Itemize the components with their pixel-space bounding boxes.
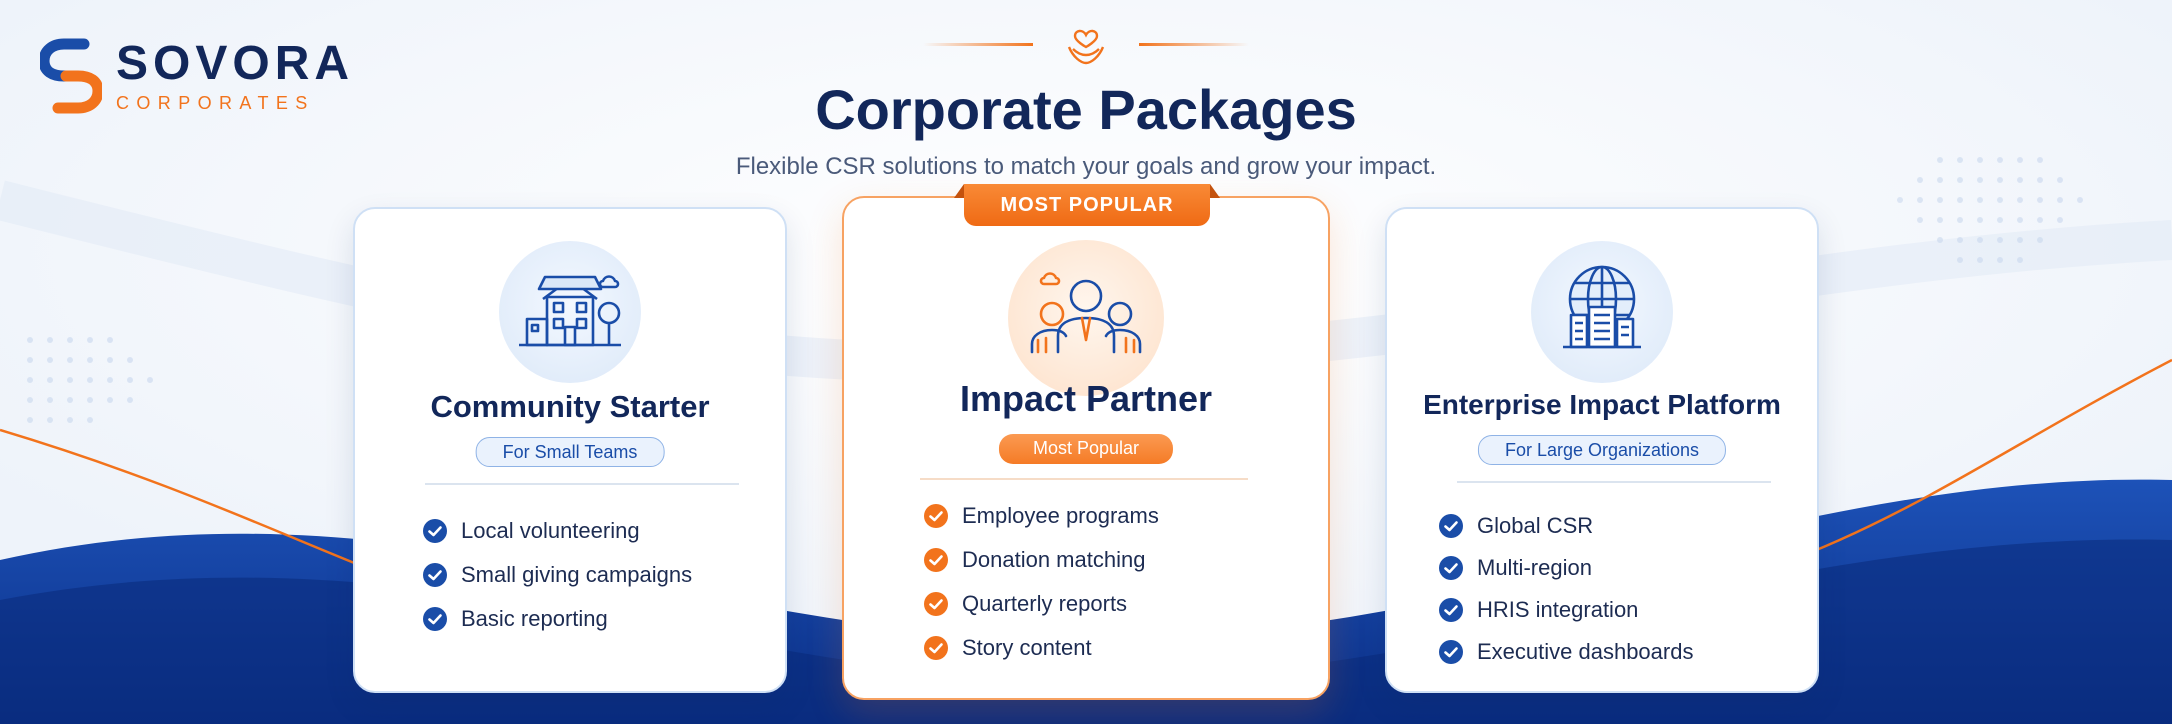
brand-name: SOVORA bbox=[116, 37, 355, 90]
check-circle-icon bbox=[1439, 514, 1463, 538]
feature-label: Story content bbox=[962, 635, 1092, 660]
check-circle-icon bbox=[924, 504, 948, 528]
feature-list: Local volunteering Small giving campaign… bbox=[423, 509, 692, 641]
icon-circle bbox=[1531, 241, 1673, 383]
ornament-line-right bbox=[1139, 42, 1249, 46]
page-subtitle: Flexible CSR solutions to match your goa… bbox=[735, 153, 1437, 180]
package-card-enterprise-impact-platform[interactable]: Enterprise Impact Platform For Large Org… bbox=[1385, 207, 1819, 693]
most-popular-ribbon: MOST POPULAR bbox=[964, 184, 1210, 226]
feature-item: Donation matching bbox=[924, 538, 1159, 582]
card-divider bbox=[425, 483, 739, 485]
package-badge: For Large Organizations bbox=[1477, 435, 1727, 465]
feature-item: Multi-region bbox=[1439, 547, 1693, 589]
feature-item: Local volunteering bbox=[423, 509, 692, 553]
icon-circle bbox=[1008, 240, 1164, 396]
feature-item: Quarterly reports bbox=[924, 582, 1159, 626]
feature-item: Global CSR bbox=[1439, 505, 1693, 547]
feature-list: Global CSR Multi-region HRIS integration… bbox=[1439, 505, 1693, 673]
feature-label: Executive dashboards bbox=[1477, 639, 1694, 664]
page-header: Corporate Packages Flexible CSR solution… bbox=[0, 20, 2172, 182]
check-circle-icon bbox=[1439, 640, 1463, 664]
feature-item: Small giving campaigns bbox=[423, 553, 692, 597]
feature-label: Local volunteering bbox=[461, 518, 640, 543]
feature-label: Small giving campaigns bbox=[461, 562, 693, 587]
feature-item: Story content bbox=[924, 626, 1159, 670]
package-title: Community Starter bbox=[430, 389, 710, 424]
icon-circle bbox=[499, 241, 641, 383]
check-circle-icon bbox=[924, 636, 948, 660]
package-badge: For Small Teams bbox=[475, 437, 665, 467]
package-title: Impact Partner bbox=[959, 378, 1213, 419]
globe-skyline-icon bbox=[1563, 265, 1641, 349]
feature-item: HRIS integration bbox=[1439, 589, 1693, 631]
brand-tagline: CORPORATES bbox=[116, 93, 315, 113]
feature-item: Executive dashboards bbox=[1439, 631, 1693, 673]
check-circle-icon bbox=[423, 607, 447, 631]
check-circle-icon bbox=[423, 519, 447, 543]
check-circle-icon bbox=[1439, 556, 1463, 580]
card-divider bbox=[920, 478, 1248, 480]
brand-logo[interactable]: SOVORA CORPORATES bbox=[40, 38, 354, 114]
package-badge: Most Popular bbox=[998, 434, 1174, 464]
community-building-icon bbox=[519, 275, 621, 347]
feature-item: Basic reporting bbox=[423, 597, 692, 641]
ornament-line-left bbox=[923, 42, 1033, 46]
feature-label: Multi-region bbox=[1477, 555, 1592, 580]
feature-label: HRIS integration bbox=[1477, 597, 1639, 622]
hands-heart-icon bbox=[1067, 29, 1105, 65]
package-card-community-starter[interactable]: Community Starter For Small Teams Local … bbox=[353, 207, 787, 693]
page-title: Corporate Packages bbox=[815, 78, 1357, 141]
check-circle-icon bbox=[924, 592, 948, 616]
feature-label: Global CSR bbox=[1477, 513, 1594, 538]
card-divider bbox=[1457, 481, 1771, 483]
feature-item: Employee programs bbox=[924, 494, 1159, 538]
check-circle-icon bbox=[423, 563, 447, 587]
check-circle-icon bbox=[1439, 598, 1463, 622]
feature-list: Employee programs Donation matching Quar… bbox=[924, 494, 1159, 670]
package-card-impact-partner[interactable]: MOST POPULAR Impact Partner Most Popular… bbox=[842, 184, 1330, 700]
feature-label: Basic reporting bbox=[461, 606, 608, 631]
sovora-logo-icon bbox=[40, 38, 102, 114]
feature-label: Donation matching bbox=[962, 547, 1146, 572]
package-title: Enterprise Impact Platform bbox=[1423, 389, 1781, 420]
team-people-icon bbox=[1030, 272, 1142, 354]
check-circle-icon bbox=[924, 548, 948, 572]
feature-label: Employee programs bbox=[962, 503, 1159, 528]
header-ornament bbox=[0, 20, 2172, 68]
feature-label: Quarterly reports bbox=[962, 591, 1128, 616]
